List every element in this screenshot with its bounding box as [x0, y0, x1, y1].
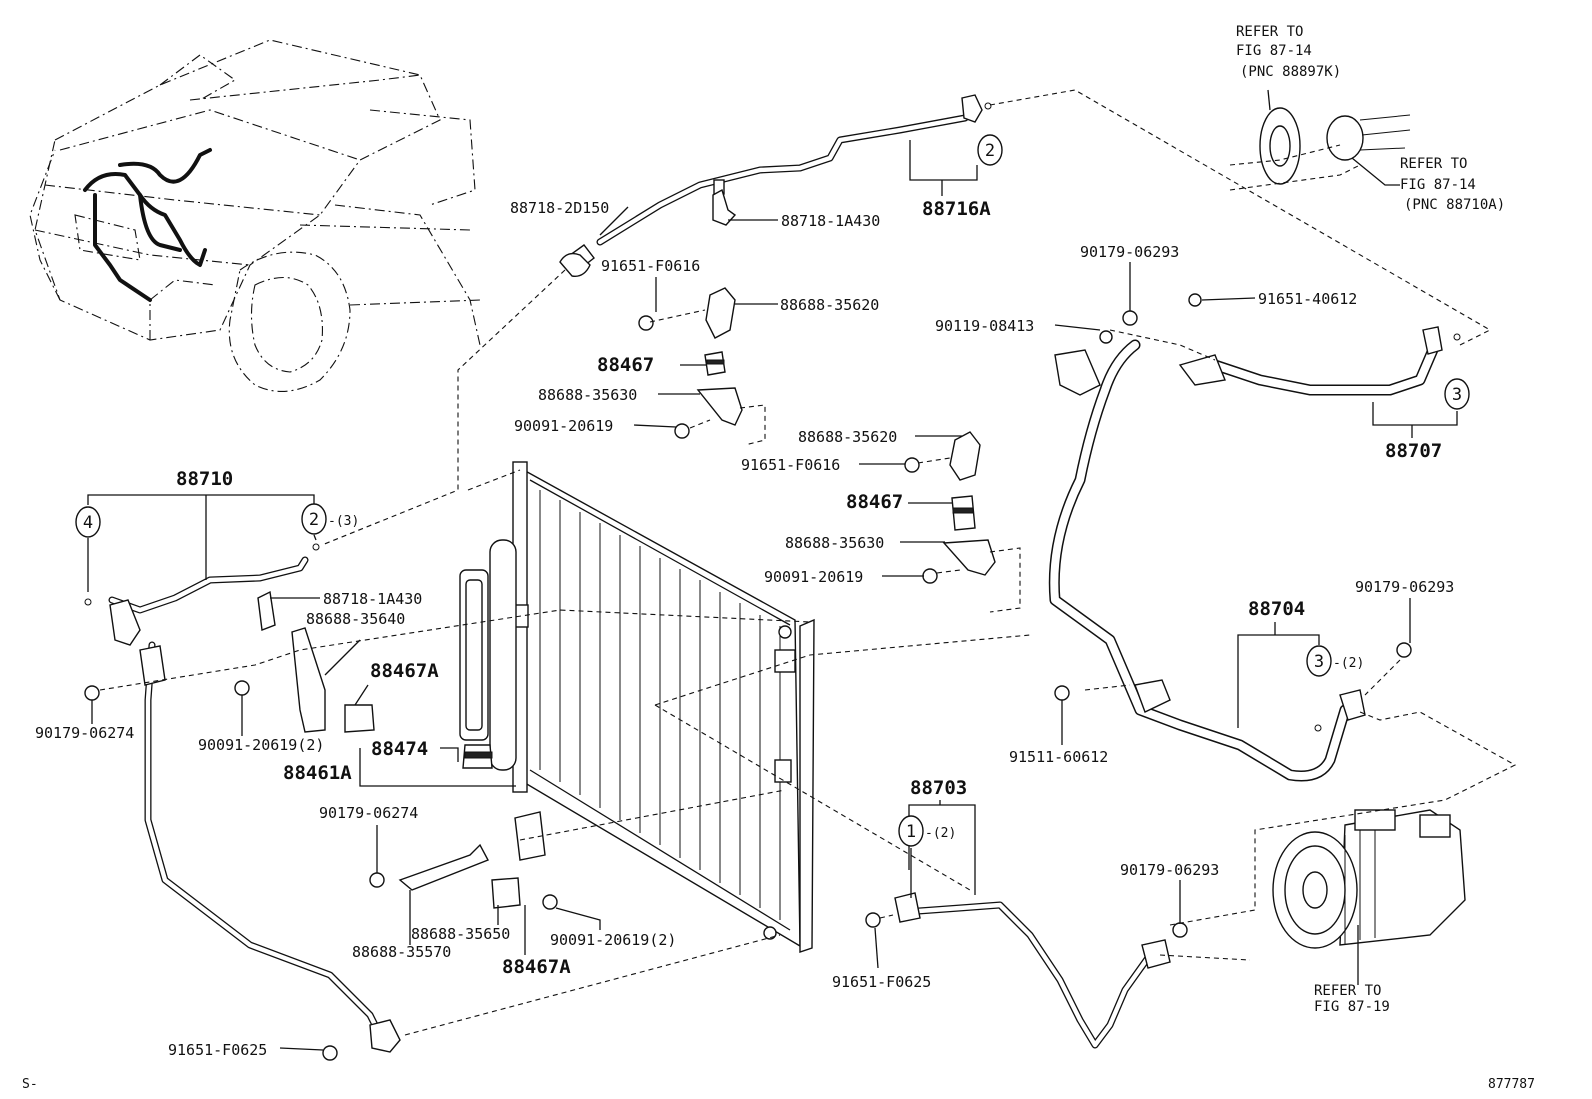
ref-compressor-line-1: REFER TO [1314, 983, 1381, 999]
callout-quantity: -(3) [328, 514, 359, 529]
part-label-88688-35570: 88688-35570 [352, 943, 451, 961]
part-label-88467-top: 88467 [597, 354, 654, 376]
circled-callouts: 2 4 2 -(3) 3 3 -(2) 1 -(2) [75, 134, 1470, 847]
callout-number: 3 [1452, 385, 1462, 405]
part-label-90119-08413: 90119-08413 [935, 317, 1034, 335]
ref-top-line-3: (PNC 88897K) [1240, 64, 1341, 80]
part-label-90179-06293-bottom: 90179-06293 [1120, 861, 1219, 879]
part-label-88718-2d150: 88718-2D150 [510, 199, 609, 217]
circle-2-left: 2 -(3) [301, 503, 359, 535]
discharge-hose-88703 [865, 892, 1188, 1049]
part-label-91651-f0625-left: 91651-F0625 [168, 1041, 267, 1059]
ref-mid-line-1: REFER TO [1400, 156, 1467, 172]
reference-note-mid: REFER TO FIG 87-14 (PNC 88710A) [1400, 156, 1505, 213]
callout-circle [1306, 645, 1332, 677]
circle-2-top: 2 [977, 134, 1003, 166]
callout-number: 2 [309, 510, 319, 530]
circle-1-bottom: 1 -(2) [898, 815, 956, 847]
part-label-90091-20619-mid: 90091-20619 [764, 568, 863, 586]
part-label-88688-35630-top: 88688-35630 [538, 386, 637, 404]
part-label-88467-mid: 88467 [846, 491, 903, 513]
callout-circle [977, 134, 1003, 166]
callout-circle [898, 815, 924, 847]
part-label-91651-f0616-mid: 91651-F0616 [741, 456, 840, 474]
reference-note-top: REFER TO FIG 87-14 (PNC 88897K) [1236, 24, 1341, 80]
part-label-91651-f0625-mid: 91651-F0625 [832, 973, 931, 991]
circle-3-right: 3 [1444, 378, 1470, 410]
part-label-88716a: 88716A [922, 198, 991, 220]
part-label-88704: 88704 [1248, 598, 1305, 620]
vehicle-front-illustration-icon [29, 39, 481, 392]
suction-hose-88704 [1048, 339, 1412, 782]
bracket-group-top [638, 287, 743, 439]
figure-number: 877787 [1488, 1077, 1535, 1092]
callout-number: 2 [985, 141, 995, 161]
part-label-88467a-bottom: 88467A [502, 956, 571, 978]
part-label-88688-35630-mid: 88688-35630 [785, 534, 884, 552]
ref-mid-line-3: (PNC 88710A) [1404, 197, 1505, 213]
routing-lines [99, 89, 1517, 1036]
part-label-88688-35650: 88688-35650 [411, 925, 510, 943]
circle-4-left: 4 [75, 506, 101, 538]
part-label-90179-06274-left: 90179-06274 [35, 724, 134, 742]
part-label-90179-06293-right: 90179-06293 [1355, 578, 1454, 596]
part-label-88718-1a430-top: 88718-1A430 [781, 212, 880, 230]
part-label-88467a-top: 88467A [370, 660, 439, 682]
bracket-group-bottom [369, 811, 558, 910]
bracket-group-left [234, 590, 375, 733]
part-label-91651-40612: 91651-40612 [1258, 290, 1357, 308]
pipe-88707 [1054, 293, 1461, 396]
callout-circle [1444, 378, 1470, 410]
part-label-88688-35640: 88688-35640 [306, 610, 405, 628]
part-label-88710: 88710 [176, 468, 233, 490]
callout-circle [75, 506, 101, 538]
part-label-90179-06274-mid: 90179-06274 [319, 804, 418, 822]
callout-number: 4 [83, 513, 93, 533]
part-number-labels: 88718-2D150 88718-1A430 88716A 91651-F0616 8… [35, 198, 1454, 1059]
part-label-88461a: 88461A [283, 762, 352, 784]
part-label-90091-20619-top: 90091-20619 [514, 417, 613, 435]
discharge-pipe-88716a [559, 94, 992, 277]
circle-3-mid: 3 -(2) [1306, 645, 1364, 677]
leader-lines [87, 89, 1458, 1051]
callout-number: 1 [906, 822, 916, 842]
compressor-unit-icon [1272, 809, 1466, 949]
part-label-91511-60612: 91511-60612 [1009, 748, 1108, 766]
receiver-dryer-icon [459, 539, 517, 771]
callout-quantity: -(2) [925, 826, 956, 841]
callout-quantity: -(2) [1333, 656, 1364, 671]
part-label-91651-f0616-top: 91651-F0616 [601, 257, 700, 275]
condenser-core-icon [511, 461, 815, 953]
ref-mid-line-2: FIG 87-14 [1400, 177, 1476, 193]
ref-top-line-1: REFER TO [1236, 24, 1303, 40]
callout-number: 3 [1314, 652, 1324, 672]
part-label-88474: 88474 [371, 738, 428, 760]
part-label-88707: 88707 [1385, 440, 1442, 462]
ref-top-line-2: FIG 87-14 [1236, 43, 1312, 59]
part-label-90091-20619-2-left: 90091-20619(2) [198, 736, 324, 754]
reference-note-compressor: REFER TO FIG 87-19 [1314, 983, 1390, 1015]
part-label-90091-20619-2-mid: 90091-20619(2) [550, 931, 676, 949]
ref-compressor-line-2: FIG 87-19 [1314, 999, 1390, 1015]
liquid-pipe-88710 [84, 543, 401, 1061]
callout-circle [301, 503, 327, 535]
expansion-valve-icon [1259, 107, 1411, 185]
part-label-88688-35620-top: 88688-35620 [780, 296, 879, 314]
part-label-88718-1a430-left: 88718-1A430 [323, 590, 422, 608]
part-label-90179-06293-top: 90179-06293 [1080, 243, 1179, 261]
part-label-88703: 88703 [910, 777, 967, 799]
bracket-group-mid [904, 431, 996, 584]
part-label-88688-35620-mid: 88688-35620 [798, 428, 897, 446]
footer-left-code: S- [22, 1077, 38, 1092]
